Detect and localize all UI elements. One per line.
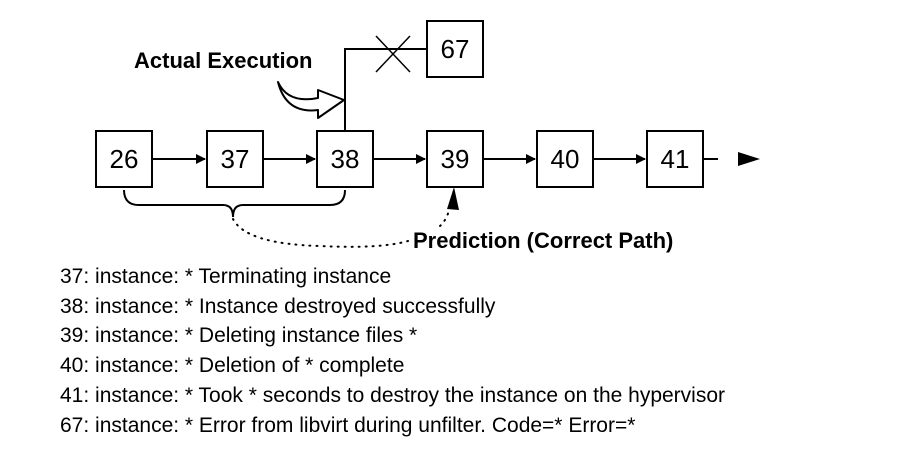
legend-item-38: 38: instance: * Instance destroyed succe… (60, 294, 496, 318)
node-38: 38 (316, 130, 374, 188)
node-41: 41 (646, 130, 704, 188)
node-26-label: 26 (110, 144, 139, 174)
event-legend: 37: instance: * Terminating instance 38:… (60, 262, 725, 440)
node-67: 67 (426, 20, 484, 78)
node-39-label: 39 (441, 144, 470, 174)
history-bracket (123, 189, 346, 218)
arrow-41-continuation (703, 152, 760, 166)
branch-38-to-67 (344, 48, 427, 131)
node-40-label: 40 (551, 144, 580, 174)
legend-item-37: 37: instance: * Terminating instance (60, 265, 392, 288)
node-38-label: 38 (331, 144, 360, 174)
node-39: 39 (426, 130, 484, 188)
legend-item-39: 39: instance: * Deleting instance files … (60, 324, 418, 348)
legend-item-40: 40: instance: * Deletion of * complete (60, 354, 405, 378)
node-67-label: 67 (441, 34, 470, 64)
node-41-label: 41 (661, 144, 690, 174)
prediction-arrowhead-icon (447, 187, 459, 210)
curved-arrow-icon (277, 81, 345, 119)
node-40: 40 (536, 130, 594, 188)
prediction-dotted-path (232, 218, 409, 248)
node-37-label: 37 (221, 144, 250, 174)
legend-item-67: 67: instance: * Error from libvirt durin… (60, 413, 636, 437)
prediction-label: Prediction (Correct Path) (413, 228, 673, 253)
cross-mark-icon (375, 35, 411, 73)
legend-item-41: 41: instance: * Took * seconds to destro… (60, 383, 726, 407)
actual-execution-label: Actual Execution (134, 48, 312, 73)
node-26: 26 (95, 130, 153, 188)
node-37: 37 (206, 130, 264, 188)
